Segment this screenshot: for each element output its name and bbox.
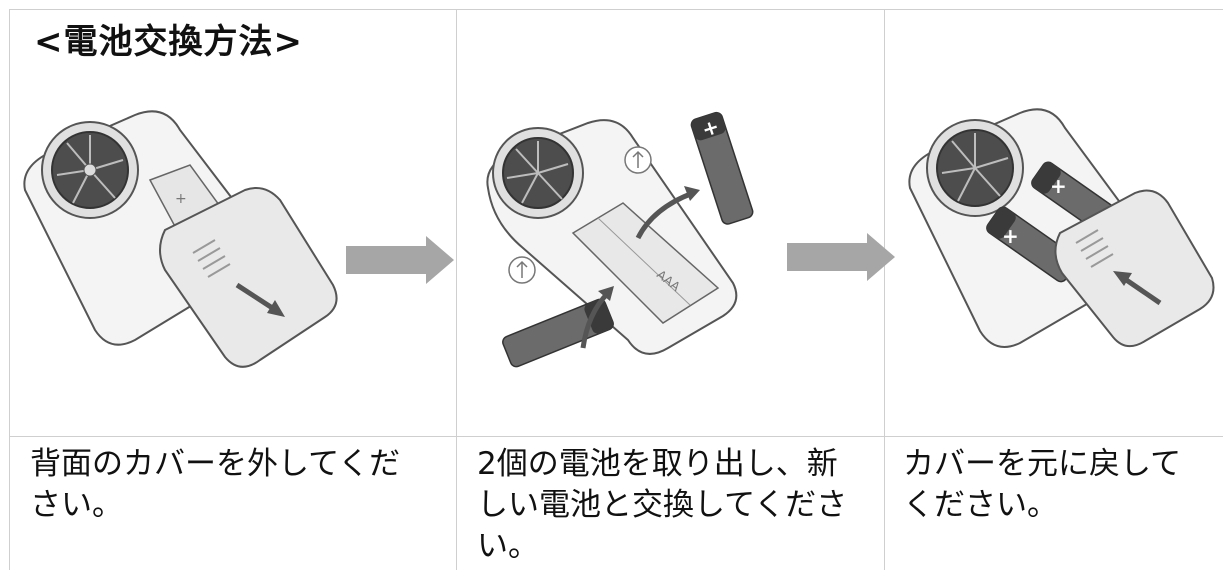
step-1-illustration: + (15, 95, 345, 395)
slide-out-arrow-icon (235, 282, 279, 314)
step-2-caption: 2個の電池を取り出し、新しい電池と交換してください。 (477, 446, 848, 564)
svg-text:+: + (1002, 224, 1019, 248)
step-2-illustration: AAA + + (478, 108, 778, 393)
step-3-illustration: + + (900, 93, 1220, 393)
svg-text:+: + (175, 191, 187, 207)
table-column-divider-2 (884, 9, 885, 570)
table-column-divider-1 (456, 9, 457, 570)
battery-icon (502, 298, 614, 368)
next-arrow-icon (787, 233, 897, 281)
page-title: <電池交換方法> (34, 22, 303, 62)
battery-icon: + (690, 111, 754, 225)
svg-text:+: + (518, 301, 535, 325)
table-row-divider (9, 436, 1223, 437)
instruction-table (9, 9, 1223, 570)
table-left-border (9, 9, 10, 570)
slide-in-arrow-icon (1120, 274, 1162, 306)
next-arrow-icon (346, 236, 456, 284)
step-3-caption: カバーを元に戻してください。 (903, 446, 1182, 523)
svg-text:+: + (699, 114, 722, 142)
step-1-caption: 背面のカバーを外してください。 (30, 446, 401, 523)
table-top-border (9, 9, 1223, 10)
svg-text:+: + (1050, 174, 1067, 198)
